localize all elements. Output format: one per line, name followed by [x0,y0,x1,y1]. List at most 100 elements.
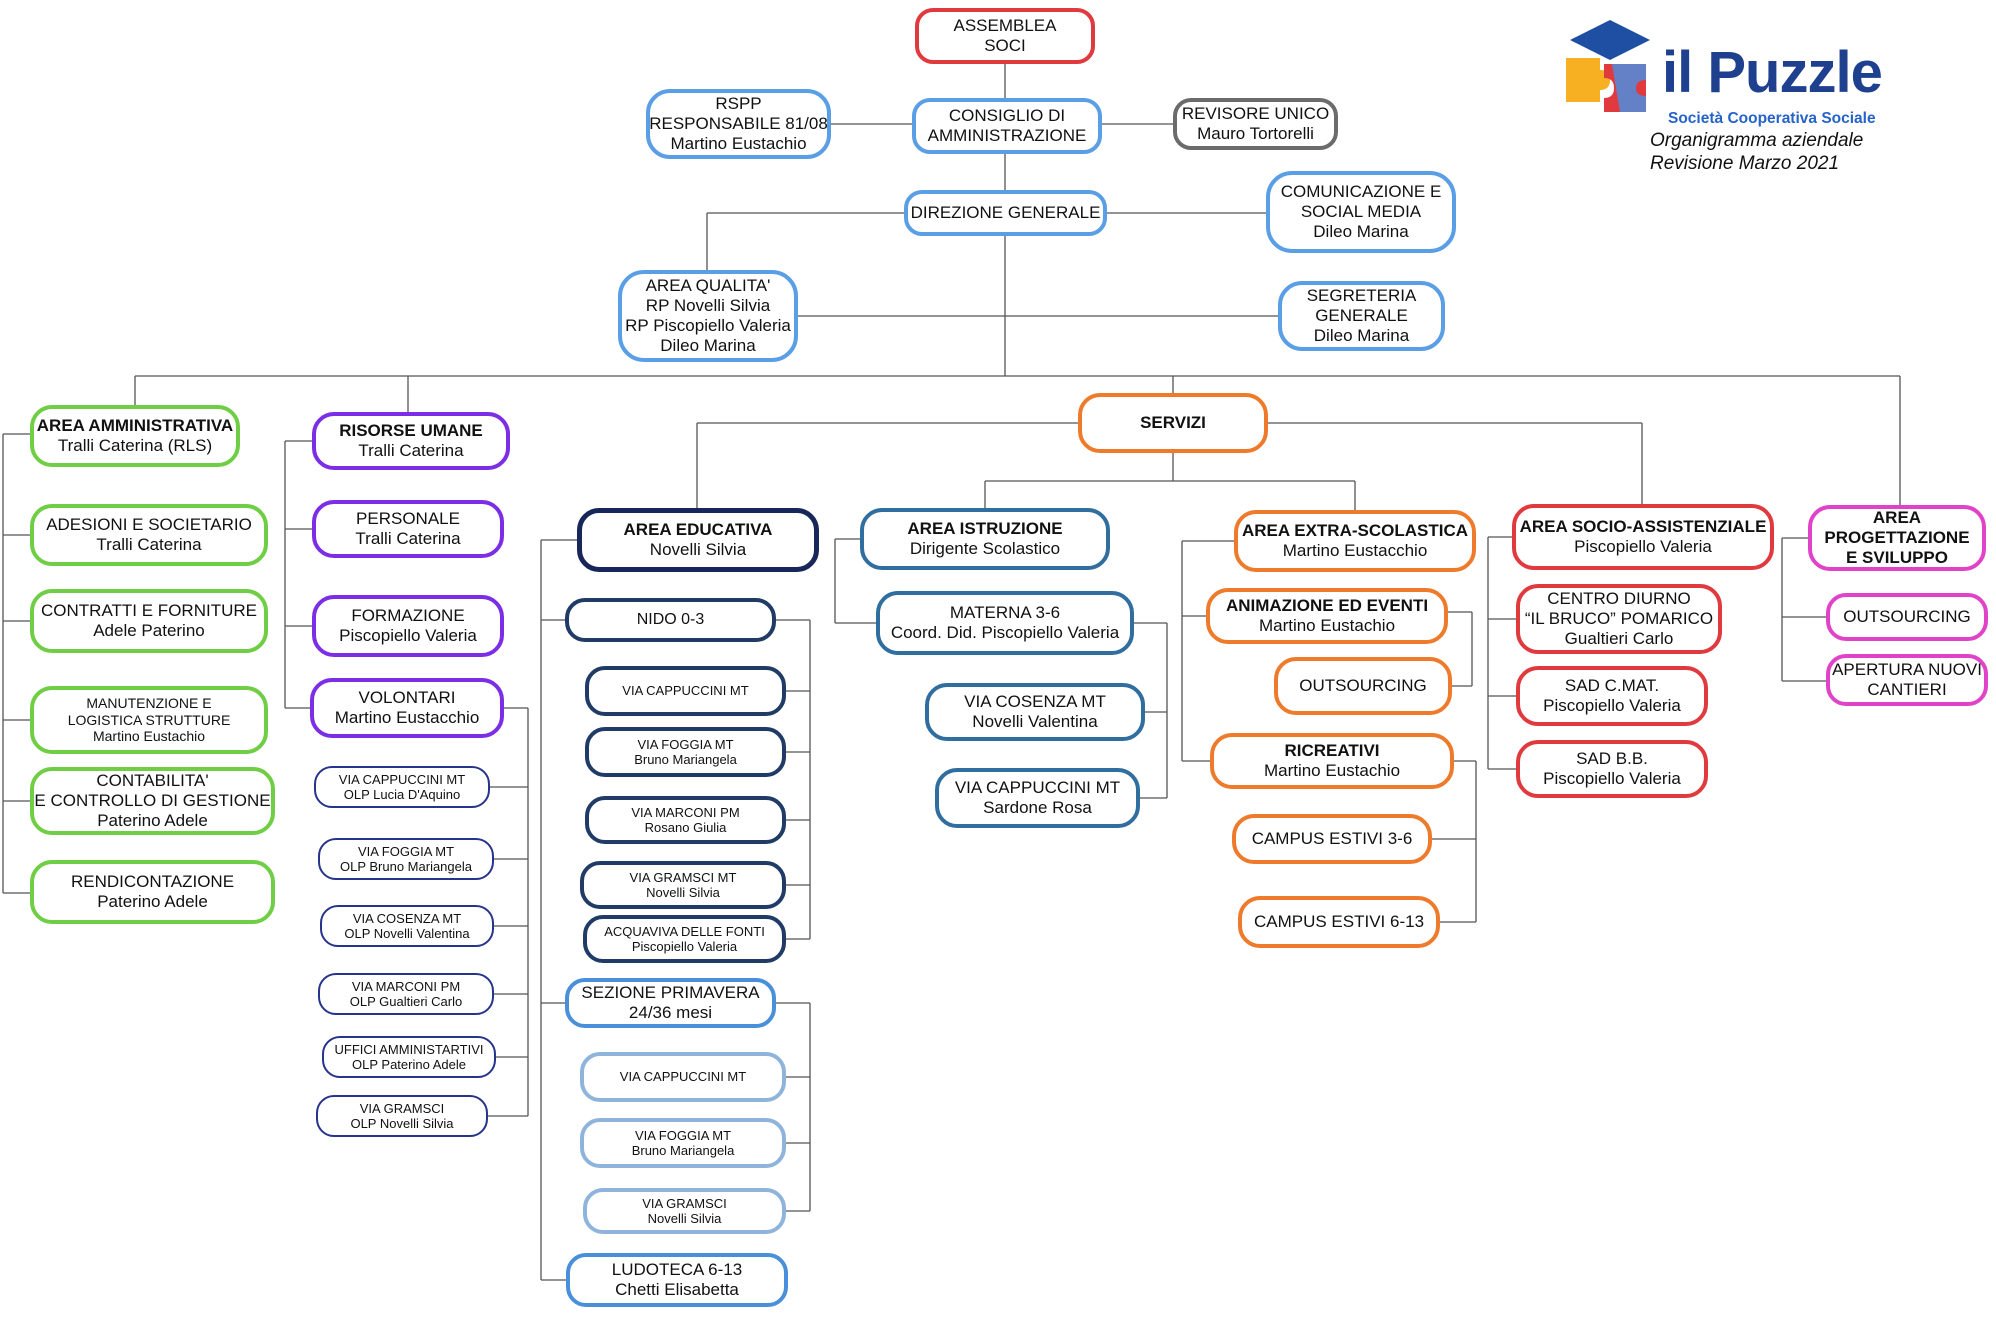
node-line: RP Novelli Silvia [645,295,771,315]
node-line: ACQUAVIVA DELLE FONTI [604,923,765,939]
node-line: Piscopiello Valeria [1574,537,1712,556]
document-revision: Revisione Marzo 2021 [1650,153,1840,174]
node-text: VIA CAPPUCCINI MT [622,683,748,698]
node-line: VIA GRAMSCI [359,1100,445,1116]
node-line: Martino Eustacchio [334,708,480,727]
node-line: AREA AMMINISTRATIVA [36,415,234,435]
node-line: Dileo Marina [1313,222,1409,242]
document-title: Organigramma aziendale [1650,130,1864,151]
node-line: CONTRATTI E FORNITURE [41,600,257,620]
node-direzione: DIREZIONE GENERALE [904,190,1107,236]
node-line: Adele Paterino [93,621,205,640]
node-line: RESPONSABILE 81/08 [649,113,828,133]
node-line: Piscopiello Valeria [1543,696,1681,715]
node-text: DIREZIONE GENERALE [911,203,1101,223]
node-line: Tralli Caterina (RLS) [57,436,213,455]
node-line: AREA EXTRA-SCOLASTICA [1241,520,1469,540]
node-sadbb: SAD B.B.Piscopiello Valeria [1516,740,1708,798]
node-line: AREA QUALITA' [645,275,771,295]
node-servizi: SERVIZI [1078,393,1268,453]
node-line: MATERNA 3-6 [949,602,1061,622]
node-line: AMMINISTRAZIONE [927,126,1087,145]
node-sadmat: SAD C.MAT.Piscopiello Valeria [1516,666,1708,726]
node-text: VIA CAPPUCCINI MT [620,1069,746,1084]
node-line: VIA CAPPUCCINI MT [622,683,749,699]
node-nido1: VIA CAPPUCCINI MT [585,666,786,716]
node-line: CAMPUS ESTIVI 6-13 [1253,911,1425,931]
node-line: 24/36 mesi [628,1003,713,1022]
node-line: UFFICI AMMINISTARTIVI [334,1041,484,1057]
node-line: Coord. Did. Piscopiello Valeria [890,623,1120,642]
node-line: ASSEMBLEA [953,15,1057,35]
node-line: OLP Paterino Adele [352,1057,466,1072]
node-line: Paterino Adele [97,892,208,911]
node-line: VOLONTARI [358,687,456,707]
node-line: Tralli Caterina [355,529,461,548]
puzzle-logo-icon [1566,20,1650,112]
node-line: AREA ISTRUZIONE [907,518,1063,538]
node-line: Dirigente Scolastico [909,539,1061,558]
node-line: AREA [1872,507,1922,527]
node-line: SOCI [984,36,1026,55]
node-line: OUTSOURCING [1843,606,1971,626]
node-line: Bruno Mariangela [634,752,737,767]
node-line: Bruno Mariangela [631,1143,735,1158]
node-line: ANIMAZIONE ED EVENTI [1225,595,1429,615]
node-text: OUTSOURCING [1843,607,1971,627]
node-line: CONSIGLIO DI [948,105,1066,125]
node-line: OLP Novelli Silvia [350,1116,454,1131]
company-logo: il Puzzle Società Cooperativa Sociale [1560,18,1980,178]
node-line: Paterino Adele [97,811,208,831]
node-line: SEZIONE PRIMAVERA [581,982,760,1002]
node-line: Piscopiello Valeria [1543,769,1681,788]
node-line: VIA FOGGIA MT [637,736,734,752]
node-line: Novelli Valentina [972,712,1098,731]
node-line: SOCIAL MEDIA [1300,201,1422,221]
node-line: CENTRO DIURNO [1547,588,1691,608]
node-text: CAMPUS ESTIVI 3-6 [1252,829,1413,849]
node-line: VIA COSENZA MT [352,910,462,926]
node-line: FORMAZIONE [351,605,465,625]
node-line: ADESIONI E SOCIETARIO [46,514,252,534]
node-line: AREA SOCIO-ASSISTENZIALE [1519,516,1767,536]
node-line: COMUNICAZIONE E [1280,181,1442,201]
